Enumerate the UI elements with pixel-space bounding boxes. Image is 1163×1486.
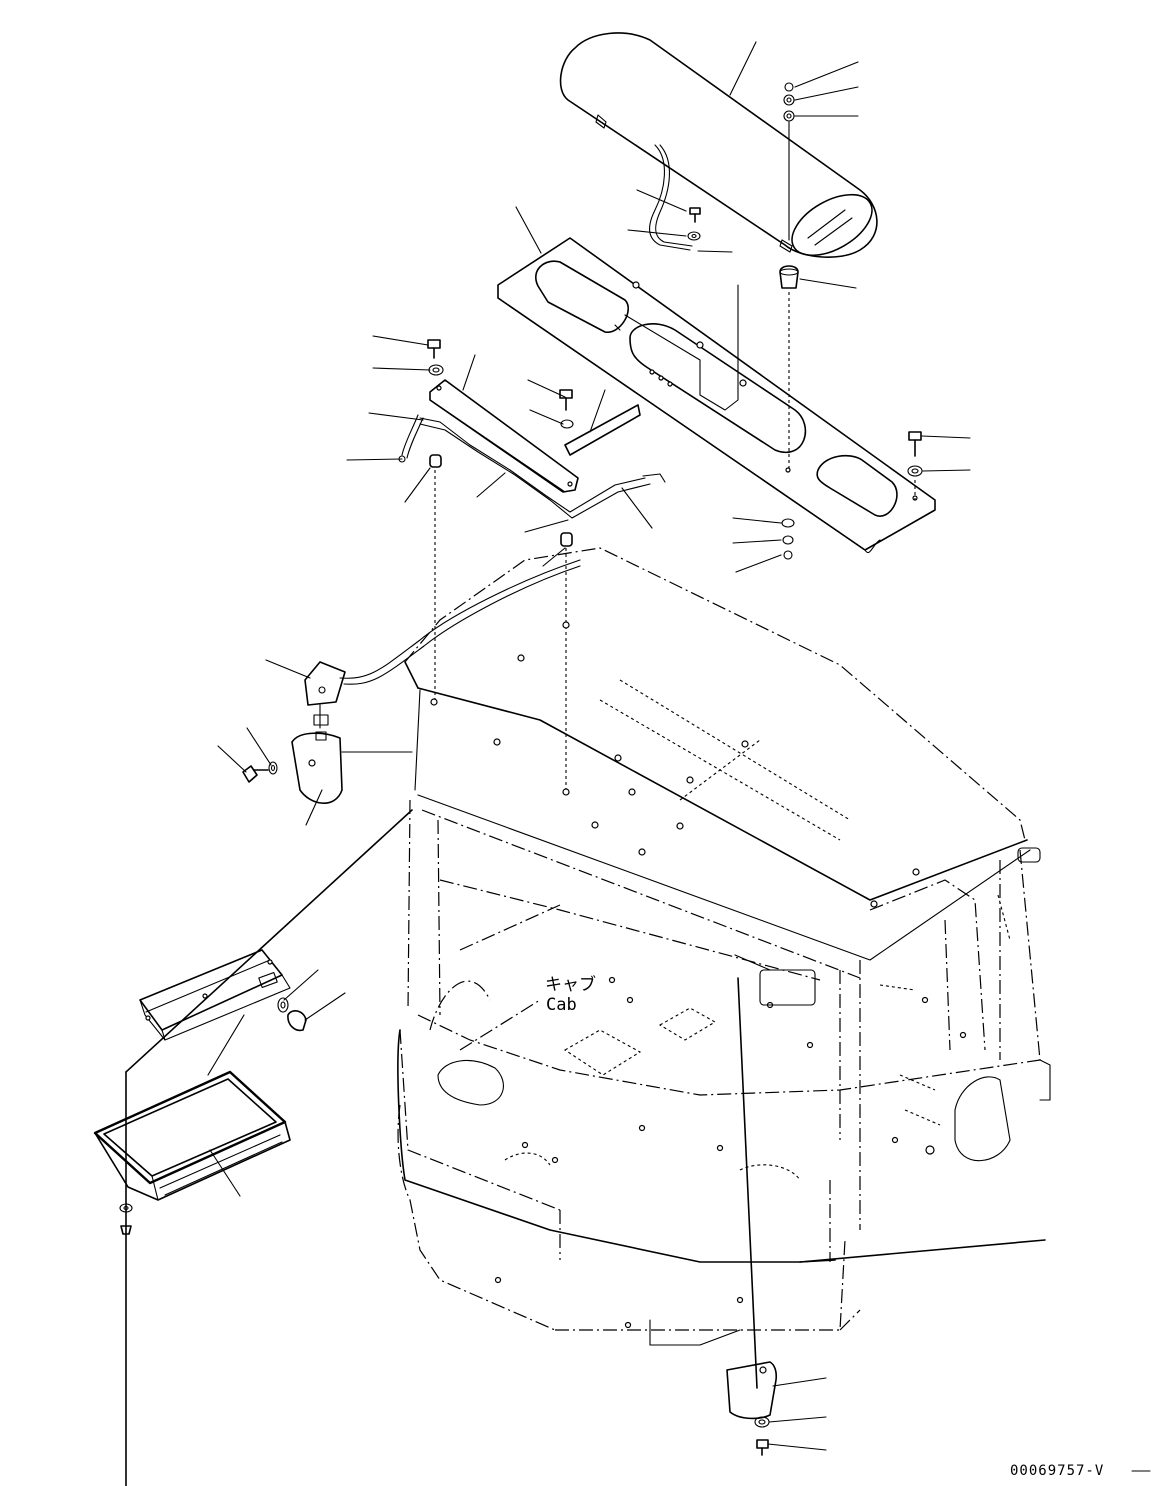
drawing-code: 00069757-V: [1010, 1463, 1151, 1479]
bolt-left: [427, 339, 573, 411]
bolt-upper: [687, 207, 701, 241]
electronic-box: [139, 949, 291, 1041]
rail-bracket: [398, 379, 666, 519]
bolt-right: [907, 431, 923, 500]
controller-unit: [304, 559, 581, 741]
aircon-unit-cylinder: [559, 32, 878, 258]
small-plate: [560, 404, 641, 456]
cab-label: キャブ Cab: [545, 974, 596, 1015]
screw-washer-bottom: [119, 1203, 133, 1235]
cab-label-jp: キャブ: [545, 974, 596, 995]
cab-body: [397, 547, 1046, 1329]
lower-bracket: [726, 1361, 778, 1456]
rubber-mount: [779, 265, 799, 470]
mounting-plate: [497, 237, 936, 554]
washer-stack-lower: [781, 518, 795, 560]
spacer-left: [429, 454, 573, 790]
cab-right-fittings: [734, 847, 1051, 1126]
knob-fittings: [277, 997, 307, 1032]
nut-stack-top: [783, 82, 795, 241]
drawing-code-text: 00069757-V: [1010, 1463, 1104, 1479]
box-cover: [93, 1070, 291, 1201]
cab-label-en: Cab: [546, 995, 577, 1015]
cab-lower: [397, 1104, 861, 1346]
lead-lines: [125, 809, 758, 1486]
bolt-washer-left: [242, 761, 278, 783]
controller-bracket: [291, 732, 413, 804]
leader-lines: [207, 41, 971, 1451]
